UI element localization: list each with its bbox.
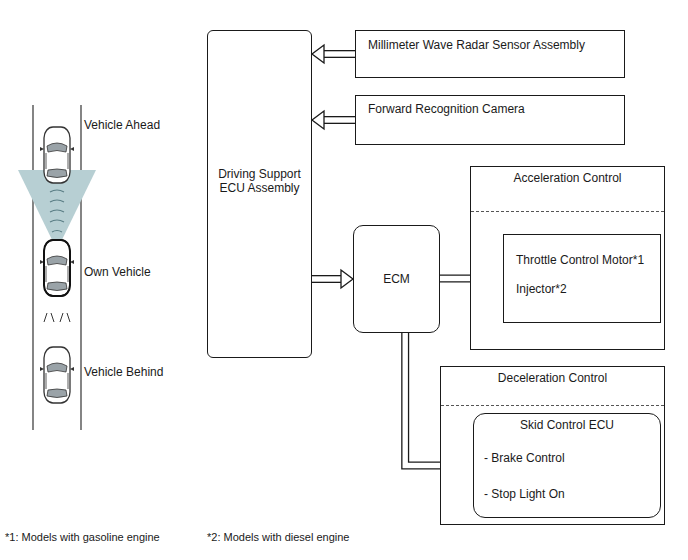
node-text: ECM	[358, 272, 435, 286]
node-text: - Brake Control	[484, 451, 565, 465]
vehicle-label: Vehicle Behind	[84, 365, 163, 379]
node-text: Skid Control ECU	[478, 418, 656, 432]
divider-line	[441, 405, 664, 406]
node-text: Throttle Control Motor*1	[516, 253, 644, 267]
divider-line	[471, 211, 664, 212]
motion-marks	[44, 313, 70, 322]
block-arrow	[312, 270, 353, 288]
node-text: Injector*2	[516, 282, 567, 296]
node-text: Acceleration Control	[475, 171, 660, 185]
camera-box: Forward Recognition Camera	[355, 95, 625, 145]
ecu-box: Skid Control ECU - Brake Control - Stop Li…	[473, 413, 661, 518]
ecm-box: ECM	[353, 225, 440, 333]
control-group: Acceleration ControlThrottle Control Mot…	[470, 166, 665, 350]
node-text: - Stop Light On	[484, 487, 565, 501]
footnote: *2: Models with diesel engine	[207, 530, 349, 544]
node-text: Millimeter Wave Radar Sensor Assembly	[368, 38, 585, 52]
block-arrow	[312, 45, 355, 63]
sensor-box: Millimeter Wave Radar Sensor Assembly	[355, 30, 625, 78]
node-text: Deceleration Control	[445, 371, 660, 385]
vehicle-label: Own Vehicle	[84, 265, 151, 279]
actuator-box: Throttle Control Motor*1Injector*2	[503, 234, 661, 323]
vehicle-behind	[40, 347, 74, 403]
block-arrow	[312, 111, 355, 129]
own-vehicle	[40, 240, 74, 296]
ecu-box: Driving Support ECU Assembly	[207, 30, 312, 358]
vehicle-label: Vehicle Ahead	[84, 118, 160, 132]
node-text: Forward Recognition Camera	[368, 102, 525, 116]
radar-waves	[50, 190, 64, 232]
footnote: *1: Models with gasoline engine	[5, 530, 160, 544]
node-text: Driving Support ECU Assembly	[212, 167, 307, 195]
road-edge	[80, 105, 81, 430]
control-group: Deceleration ControlSkid Control ECU - Br…	[440, 366, 665, 525]
road-edge	[32, 105, 33, 430]
vehicle-ahead	[40, 127, 74, 183]
